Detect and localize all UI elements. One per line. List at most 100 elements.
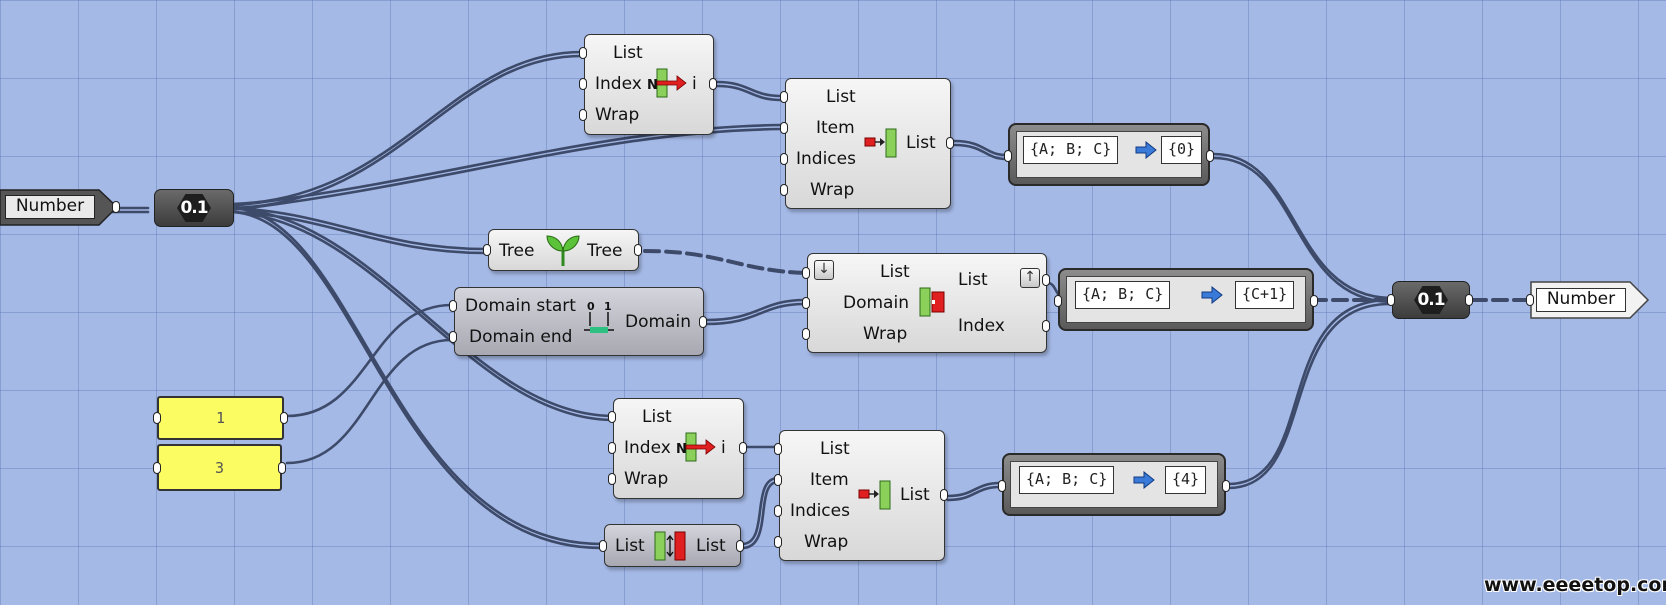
output-port[interactable]	[1222, 480, 1230, 492]
input-port[interactable]	[449, 331, 457, 343]
input-port[interactable]	[579, 109, 587, 121]
input-port[interactable]	[774, 443, 782, 455]
arrow-up-button[interactable]: ↑	[1020, 268, 1040, 288]
output-list-label: List	[906, 133, 936, 153]
output-port[interactable]	[1042, 274, 1050, 286]
input-port[interactable]	[579, 47, 587, 59]
number-output-param[interactable]: Number	[1526, 281, 1650, 319]
expression-component-bottom[interactable]: {A; B; C} {4}	[998, 453, 1230, 516]
input-port[interactable]	[774, 505, 782, 517]
output-port[interactable]	[1206, 150, 1214, 162]
input-list-label: List	[642, 407, 672, 427]
input-port[interactable]	[802, 328, 810, 340]
output-port[interactable]	[736, 540, 744, 552]
output-port[interactable]	[1042, 320, 1050, 332]
slider-value: 3	[214, 458, 225, 477]
wire	[704, 298, 807, 322]
number-output-label: Number	[1536, 288, 1626, 312]
input-port[interactable]	[1054, 295, 1062, 307]
input-port[interactable]	[780, 153, 788, 165]
input-port[interactable]	[802, 267, 810, 279]
expression-body: {A; B; C} {4}	[1010, 461, 1218, 508]
output-port[interactable]	[1465, 294, 1473, 306]
construct-domain-component[interactable]: Domain start Domain end Domain 0 1	[449, 287, 707, 356]
expression-component-middle[interactable]: {A; B; C} {C+1}	[1054, 268, 1318, 331]
expression-input-box[interactable]: {A; B; C}	[1019, 466, 1115, 494]
output-port[interactable]	[1310, 295, 1318, 307]
list-item-red-arrow-icon: N	[647, 68, 687, 98]
sub-list-component[interactable]: ↓ ↑ List Domain Wrap List Index	[802, 253, 1050, 353]
arrow-right-icon	[1135, 141, 1157, 159]
input-port[interactable]	[608, 411, 616, 423]
expression-output-box[interactable]: {4}	[1165, 466, 1207, 494]
input-index-label: Index	[624, 438, 671, 458]
input-port[interactable]	[599, 540, 607, 552]
input-port[interactable]	[1526, 294, 1534, 306]
input-port[interactable]	[780, 91, 788, 103]
input-port[interactable]	[608, 473, 616, 485]
input-port[interactable]	[780, 122, 788, 134]
split-list-component-top[interactable]: List Item Indices Wrap List	[780, 78, 954, 209]
reverse-list-component[interactable]: List List	[599, 524, 744, 567]
number-input-label: Number	[5, 195, 95, 219]
input-wrap-label: Wrap	[624, 469, 669, 489]
expression-output-box[interactable]: {C+1}	[1235, 281, 1295, 309]
output-list-label: List	[696, 536, 726, 556]
output-port[interactable]	[709, 78, 717, 90]
input-port[interactable]	[153, 462, 161, 474]
input-list-label: List	[615, 536, 645, 556]
input-wrap-label: Wrap	[595, 105, 640, 125]
split-list-component-bottom[interactable]: List Item Indices Wrap List	[774, 430, 948, 561]
input-list-label: List	[880, 262, 910, 282]
wire	[230, 210, 614, 422]
wire	[230, 127, 784, 212]
input-port[interactable]	[998, 480, 1006, 492]
number-input-param[interactable]: Number	[0, 189, 120, 226]
expression-output-box[interactable]: {0}	[1161, 136, 1203, 164]
number-slider-one[interactable]: 1	[153, 396, 288, 440]
list-item-component-top[interactable]: List Index Wrap i N	[579, 34, 717, 135]
input-port[interactable]	[774, 536, 782, 548]
domain-icon: 0 1	[584, 300, 614, 333]
domain-icon-label-start: 0	[587, 300, 595, 313]
number-relay-icon: 0.1	[1414, 286, 1448, 314]
output-port[interactable]	[739, 442, 747, 454]
input-port[interactable]	[608, 442, 616, 454]
input-indices-label: Indices	[790, 501, 850, 521]
output-port[interactable]	[634, 244, 642, 256]
sprout-icon	[546, 235, 580, 266]
input-port[interactable]	[579, 78, 587, 90]
input-port[interactable]	[802, 297, 810, 309]
output-domain-label: Domain	[625, 312, 691, 332]
input-port[interactable]	[483, 244, 491, 256]
expression-component-top[interactable]: {A; B; C} {0}	[1004, 123, 1214, 186]
input-port[interactable]	[780, 184, 788, 196]
wire	[1212, 156, 1392, 304]
output-port[interactable]	[940, 489, 948, 501]
output-list-label: List	[900, 485, 930, 505]
number-relay-left[interactable]: 0.1	[154, 189, 234, 227]
number-relay-right[interactable]: 0.1	[1387, 281, 1473, 319]
input-port[interactable]	[1387, 294, 1395, 306]
tree-component[interactable]: Tree Tree	[483, 229, 642, 271]
number-slider-three[interactable]: 3	[153, 444, 286, 491]
arrow-down-button[interactable]: ↓	[814, 260, 834, 280]
input-domain-start-label: Domain start	[465, 296, 576, 316]
output-port[interactable]	[112, 201, 120, 213]
expression-input-box[interactable]: {A; B; C}	[1075, 281, 1171, 309]
list-item-component-bottom[interactable]: List Index Wrap i N	[608, 398, 747, 499]
input-list-label: List	[820, 439, 850, 459]
output-port[interactable]	[278, 462, 286, 474]
output-port[interactable]	[280, 412, 288, 424]
input-wrap-label: Wrap	[810, 180, 855, 200]
input-port[interactable]	[153, 412, 161, 424]
expression-input-box[interactable]: {A; B; C}	[1023, 136, 1119, 164]
arrow-right-icon	[1133, 471, 1155, 489]
input-port[interactable]	[774, 474, 782, 486]
input-port[interactable]	[449, 300, 457, 312]
output-port[interactable]	[946, 137, 954, 149]
input-port[interactable]	[1004, 150, 1012, 162]
input-item-label: Item	[816, 118, 855, 138]
wire	[230, 210, 604, 550]
output-port[interactable]	[699, 316, 707, 328]
